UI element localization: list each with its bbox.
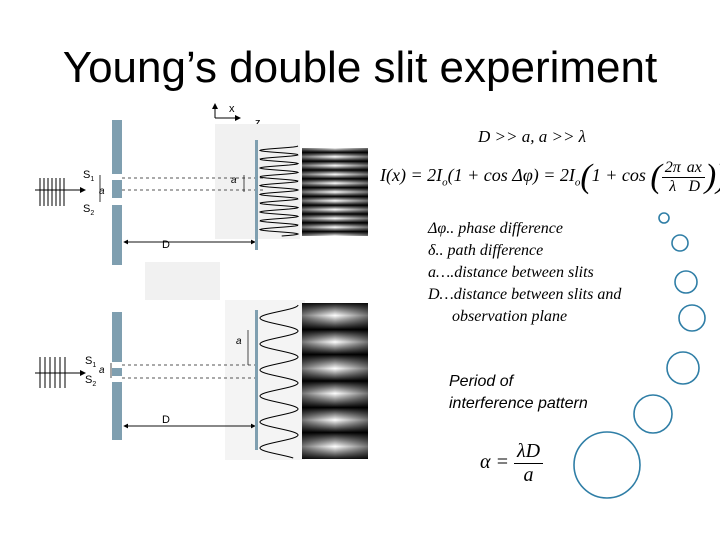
page-title: Young’s double slit experiment	[62, 43, 658, 92]
svg-text:S1: S1	[85, 355, 96, 369]
svg-text:a: a	[99, 365, 105, 376]
period-label: Period of interference pattern	[449, 373, 588, 412]
x-axis-label: x	[229, 103, 235, 115]
bubble-icon	[671, 234, 689, 252]
legend-item: δ.. path difference	[428, 242, 544, 259]
z-axis-label: z	[255, 117, 261, 129]
bubble-icon	[658, 212, 670, 224]
legend-item: Δφ.. phase difference	[428, 220, 563, 237]
svg-text:S2: S2	[83, 203, 94, 217]
top-setup: S1 S2 a a D	[35, 120, 368, 265]
legend-item: a….distance between slits	[428, 264, 594, 281]
svg-text:S2: S2	[85, 374, 96, 388]
bubble-icon	[678, 304, 706, 332]
slit-plate-top	[112, 120, 122, 174]
intensity-curve-top	[258, 145, 300, 237]
bubble-icon	[666, 351, 700, 385]
bubble-icon	[573, 431, 641, 499]
symbol-legend: Δφ.. phase difference δ.. path differenc…	[428, 218, 621, 328]
svg-text:a: a	[236, 336, 242, 347]
decorative-bubbles	[573, 212, 706, 499]
slit-plate-bottom	[112, 312, 122, 362]
intensity-equation: I(x) = 2Io(1 + cos Δφ) = 2Io(1 + cos (2π…	[380, 158, 720, 195]
axes: x z	[212, 103, 261, 129]
bubble-icon	[633, 394, 673, 434]
intensity-curve-bottom	[259, 304, 299, 459]
distance-label-top: D	[162, 239, 170, 251]
svg-text:a: a	[231, 175, 237, 186]
legend-item: observation plane	[452, 308, 568, 325]
bottom-setup: S1 S2 a D a	[35, 303, 368, 459]
slit-gap-label: a	[99, 186, 105, 197]
svg-text:S1: S1	[83, 169, 94, 183]
bubble-icon	[674, 270, 698, 294]
legend-item: D…distance between slits and	[428, 286, 622, 303]
condition-text: D >> a, a >> λ	[478, 127, 587, 146]
distance-label-bottom: D	[162, 414, 170, 426]
